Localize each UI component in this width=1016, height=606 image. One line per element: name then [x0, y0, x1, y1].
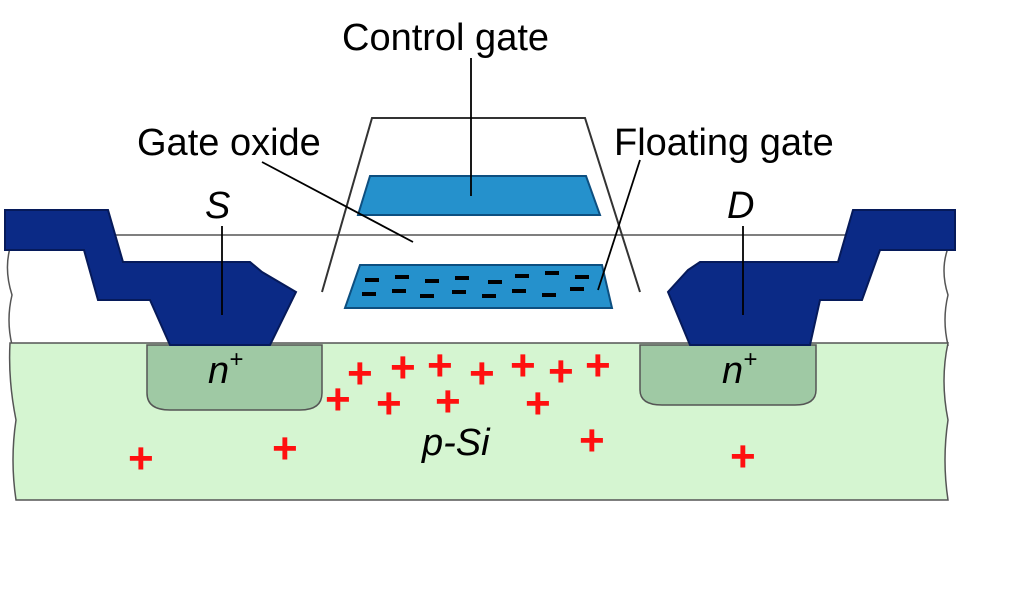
hole-mark: + — [272, 424, 298, 473]
gate-oxide-leader — [261, 161, 414, 243]
electron-mark — [482, 294, 496, 298]
drain-metal-contact — [666, 209, 956, 346]
electron-mark — [512, 289, 526, 293]
electron-mark — [455, 276, 469, 280]
substrate-label: p-Si — [421, 422, 491, 464]
source-n-plus-label: n+ — [208, 346, 243, 392]
hole-mark: + — [347, 349, 373, 398]
hole-mark: + — [548, 347, 574, 396]
gate-oxide-outline — [321, 117, 641, 293]
drain-label: D — [727, 185, 754, 227]
drain-n-plus-region — [639, 344, 817, 406]
gate-oxide-label: Gate oxide — [137, 122, 321, 164]
hole-mark: + — [510, 341, 536, 390]
electron-mark — [542, 293, 556, 297]
hole-mark: + — [390, 343, 416, 392]
hole-mark: + — [325, 375, 351, 424]
holes: + + + + + + + + + + + + + + + — [128, 341, 756, 483]
hole-mark: + — [579, 416, 605, 465]
hole-mark: + — [469, 349, 495, 398]
electron-mark — [545, 271, 559, 275]
source-n-plus-region — [146, 344, 323, 411]
hole-mark: + — [435, 377, 461, 426]
hole-mark: + — [427, 341, 453, 390]
floating-gate-label: Floating gate — [614, 122, 834, 164]
hole-mark: + — [376, 379, 402, 428]
electron-mark — [392, 289, 406, 293]
electron-mark — [362, 292, 376, 296]
hole-mark: + — [525, 379, 551, 428]
electron-mark — [365, 278, 379, 282]
source-label: S — [205, 185, 230, 227]
control-gate-label: Control gate — [342, 17, 549, 59]
trapped-electrons — [362, 271, 589, 298]
drain-n-plus-label: n+ — [722, 346, 757, 392]
electron-mark — [515, 274, 529, 278]
electron-mark — [425, 279, 439, 283]
electron-mark — [395, 275, 409, 279]
electron-mark — [488, 280, 502, 284]
control-gate — [356, 175, 602, 216]
source-metal-contact — [4, 209, 298, 346]
hole-mark: + — [128, 434, 154, 483]
floating-gate — [343, 264, 614, 309]
electron-mark — [452, 290, 466, 294]
hole-mark: + — [730, 432, 756, 481]
hole-mark: + — [585, 341, 611, 390]
electron-mark — [420, 294, 434, 298]
electron-mark — [570, 287, 584, 291]
electron-mark — [575, 275, 589, 279]
floating-gate-leader — [597, 159, 641, 291]
